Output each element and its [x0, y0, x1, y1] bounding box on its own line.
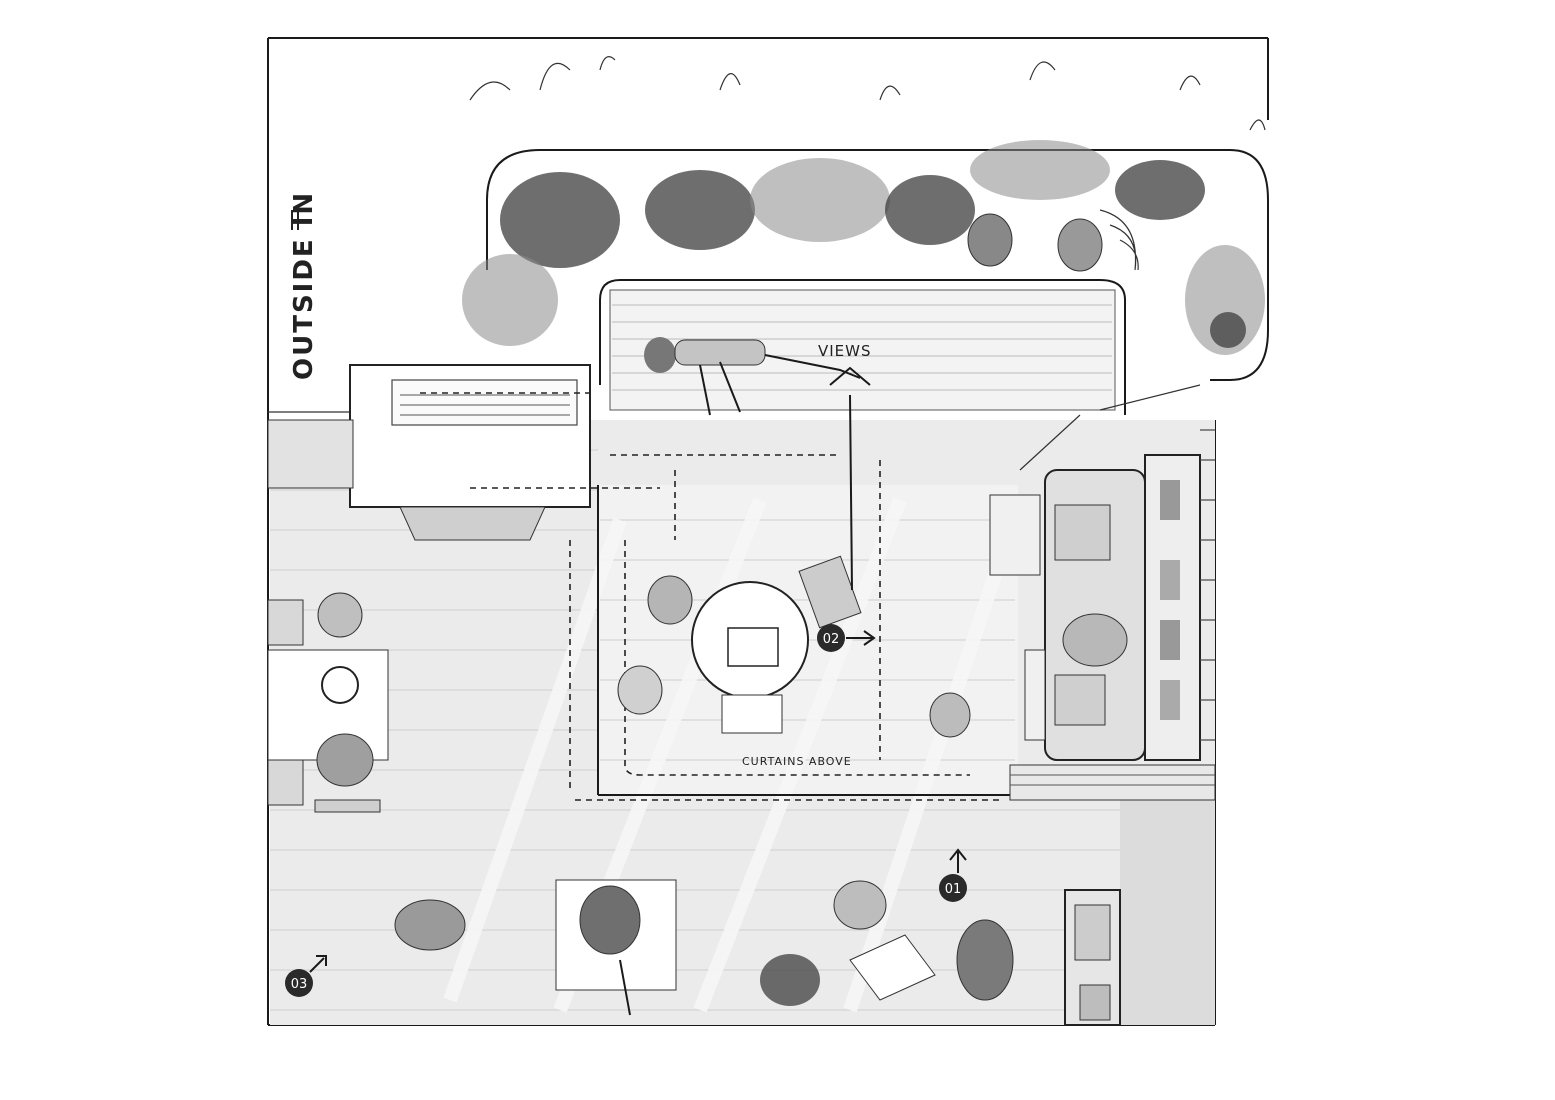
entry-block [267, 364, 660, 541]
marker-03: 03 [285, 955, 327, 997]
curtains-label: CURTAINS ABOVE [742, 755, 852, 768]
drawing-title: OUTSIDE IN [289, 191, 319, 380]
plant-sprigs [469, 56, 1266, 131]
dining-area [267, 592, 389, 813]
living-room [569, 366, 1015, 801]
marker-02: 02 [817, 624, 876, 652]
kitchen [989, 384, 1216, 801]
marker-02-label: 02 [823, 632, 840, 647]
views-label: VIEWS [818, 342, 872, 360]
marker-01: 01 [939, 848, 967, 902]
marker-03-label: 03 [291, 977, 308, 992]
roof-deck [462, 56, 1269, 416]
person-on-deck [644, 337, 861, 416]
study-area [394, 879, 1121, 1026]
title-text: OUTSIDE IN [289, 191, 319, 380]
marker-01-label: 01 [945, 882, 962, 897]
